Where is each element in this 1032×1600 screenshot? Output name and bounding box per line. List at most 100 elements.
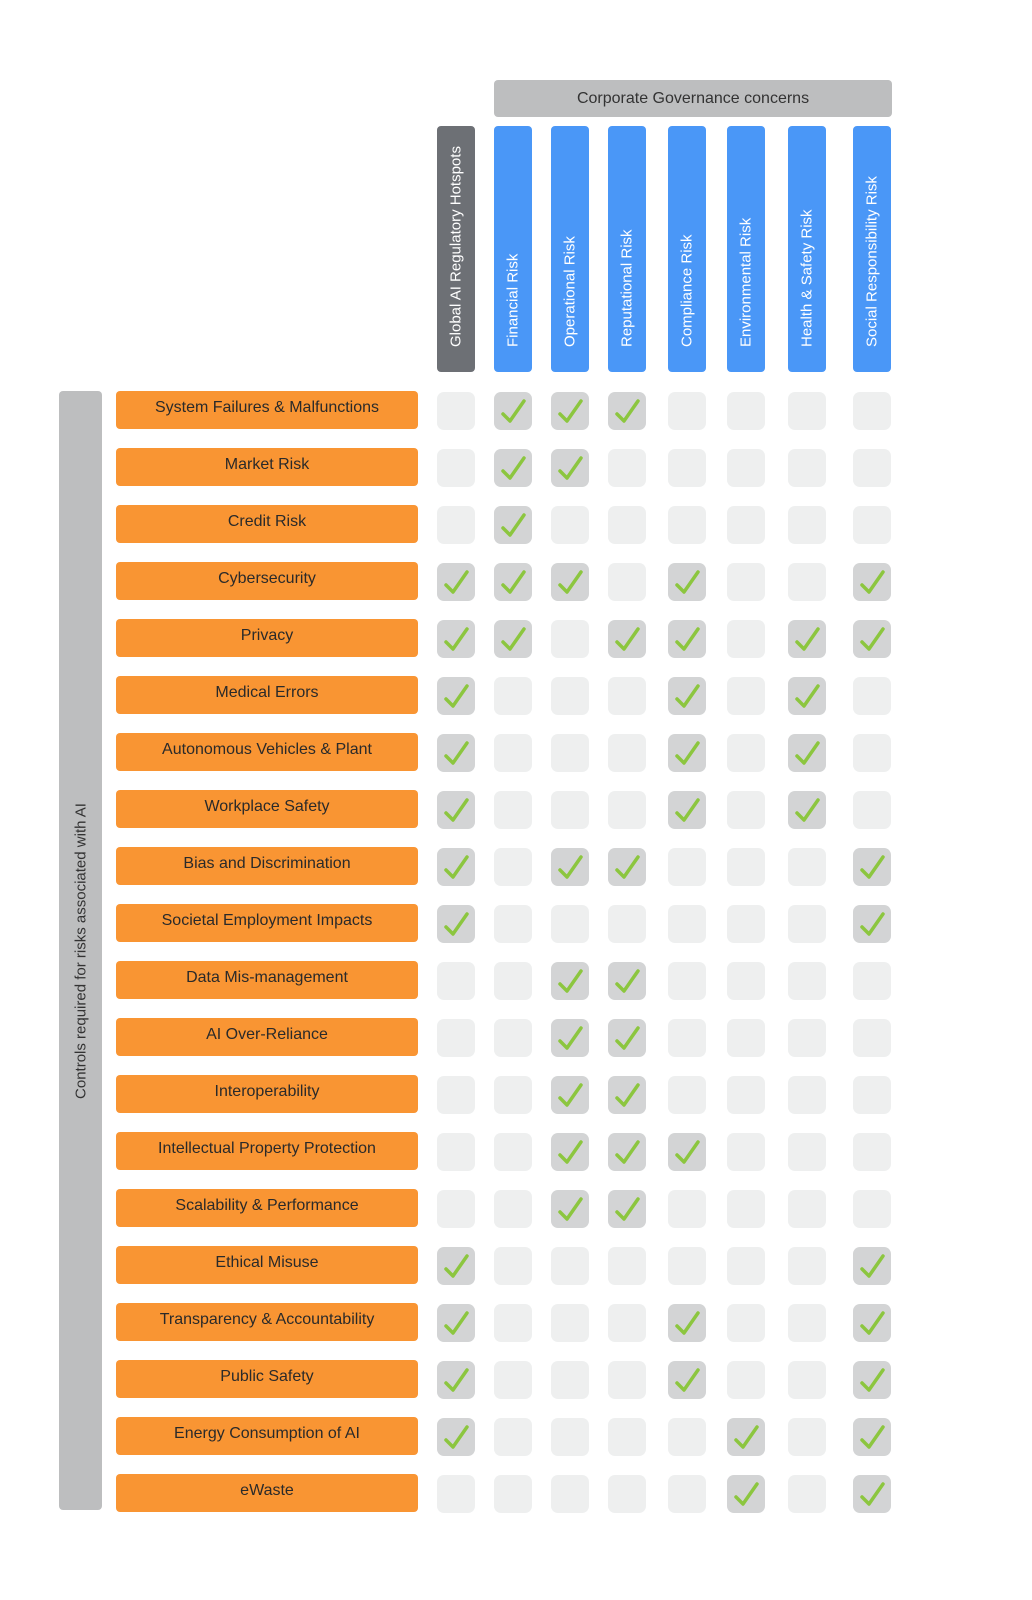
checkmark-icon	[558, 1026, 583, 1050]
empty-cell	[853, 1190, 891, 1228]
risk-row-label: Privacy	[116, 619, 418, 657]
checkmark-icon	[860, 570, 885, 594]
checked-cell	[608, 1133, 646, 1171]
empty-cell	[551, 734, 589, 772]
empty-cell	[551, 1418, 589, 1456]
checked-cell	[437, 1247, 475, 1285]
checked-cell	[668, 734, 706, 772]
checkmark-icon	[615, 627, 640, 651]
checked-cell	[551, 848, 589, 886]
column-header-label: Environmental Risk	[737, 217, 755, 347]
empty-cell	[437, 392, 475, 430]
checkmark-icon	[615, 1026, 640, 1050]
risk-row-label: Interoperability	[116, 1075, 418, 1113]
checkmark-icon	[734, 1425, 759, 1449]
checkmark-icon	[860, 1254, 885, 1278]
empty-cell	[494, 734, 532, 772]
empty-cell	[437, 1019, 475, 1057]
empty-cell	[494, 1133, 532, 1171]
checked-cell	[608, 962, 646, 1000]
empty-cell	[608, 449, 646, 487]
empty-cell	[727, 734, 765, 772]
risk-row-label: Ethical Misuse	[116, 1246, 418, 1284]
checkmark-icon	[860, 1482, 885, 1506]
empty-cell	[437, 449, 475, 487]
risk-label-text: Credit Risk	[227, 513, 307, 530]
checkmark-icon	[675, 570, 700, 594]
empty-cell	[727, 1247, 765, 1285]
empty-cell	[668, 392, 706, 430]
checked-cell	[668, 1361, 706, 1399]
empty-cell	[608, 734, 646, 772]
checked-cell	[437, 791, 475, 829]
risk-label-text: Interoperability	[214, 1083, 320, 1100]
checkmark-icon	[860, 627, 885, 651]
empty-cell	[494, 1475, 532, 1513]
risk-label-text: Privacy	[240, 627, 294, 644]
empty-cell	[788, 1304, 826, 1342]
checked-cell	[608, 1019, 646, 1057]
empty-cell	[608, 1304, 646, 1342]
checked-cell	[668, 791, 706, 829]
risk-row-label: Scalability & Performance	[116, 1189, 418, 1227]
empty-cell	[494, 1418, 532, 1456]
checkmark-icon	[501, 513, 526, 537]
empty-cell	[551, 1247, 589, 1285]
risk-row-label: Bias and Discrimination	[116, 847, 418, 885]
risk-row-label: Public Safety	[116, 1360, 418, 1398]
risk-label-text: Transparency & Accountability	[159, 1311, 375, 1328]
column-header: Operational Risk	[551, 126, 589, 372]
column-header: Health & Safety Risk	[788, 126, 826, 372]
empty-cell	[788, 1019, 826, 1057]
checked-cell	[551, 1190, 589, 1228]
empty-cell	[551, 506, 589, 544]
empty-cell	[668, 449, 706, 487]
checked-cell	[551, 1019, 589, 1057]
empty-cell	[608, 506, 646, 544]
empty-cell	[668, 1190, 706, 1228]
empty-cell	[727, 791, 765, 829]
checked-cell	[437, 677, 475, 715]
empty-cell	[788, 1361, 826, 1399]
checked-cell	[494, 563, 532, 601]
empty-cell	[853, 506, 891, 544]
empty-cell	[788, 392, 826, 430]
risk-row-label: Intellectual Property Protection	[116, 1132, 418, 1170]
risk-row-label: Market Risk	[116, 448, 418, 486]
checked-cell	[437, 848, 475, 886]
empty-cell	[668, 962, 706, 1000]
checked-cell	[437, 734, 475, 772]
risk-row-label: Cybersecurity	[116, 562, 418, 600]
checkmark-icon	[558, 1083, 583, 1107]
risk-label-text: Energy Consumption of AI	[174, 1425, 360, 1442]
checked-cell	[788, 620, 826, 658]
empty-cell	[494, 1304, 532, 1342]
empty-cell	[551, 677, 589, 715]
controls-side-label: Controls required for risks associated w…	[59, 391, 102, 1510]
checkmark-icon	[675, 627, 700, 651]
checkmark-icon	[860, 855, 885, 879]
empty-cell	[727, 1190, 765, 1228]
empty-cell	[727, 620, 765, 658]
checkmark-icon	[860, 912, 885, 936]
risk-row-label: AI Over-Reliance	[116, 1018, 418, 1056]
empty-cell	[788, 1418, 826, 1456]
empty-cell	[494, 1190, 532, 1228]
checked-cell	[853, 1247, 891, 1285]
empty-cell	[788, 1076, 826, 1114]
column-header-label: Reputational Risk	[618, 229, 636, 347]
checked-cell	[668, 677, 706, 715]
checked-cell	[437, 1361, 475, 1399]
checked-cell	[494, 506, 532, 544]
risk-label-text: System Failures & Malfunctions	[154, 399, 380, 416]
checkmark-icon	[444, 627, 469, 651]
risk-row-label: Workplace Safety	[116, 790, 418, 828]
checked-cell	[727, 1475, 765, 1513]
checkmark-icon	[558, 1140, 583, 1164]
risk-label-text: Data Mis-management	[186, 969, 348, 986]
empty-cell	[853, 791, 891, 829]
empty-cell	[853, 1133, 891, 1171]
checkmark-icon	[444, 1311, 469, 1335]
empty-cell	[608, 1247, 646, 1285]
checked-cell	[494, 449, 532, 487]
